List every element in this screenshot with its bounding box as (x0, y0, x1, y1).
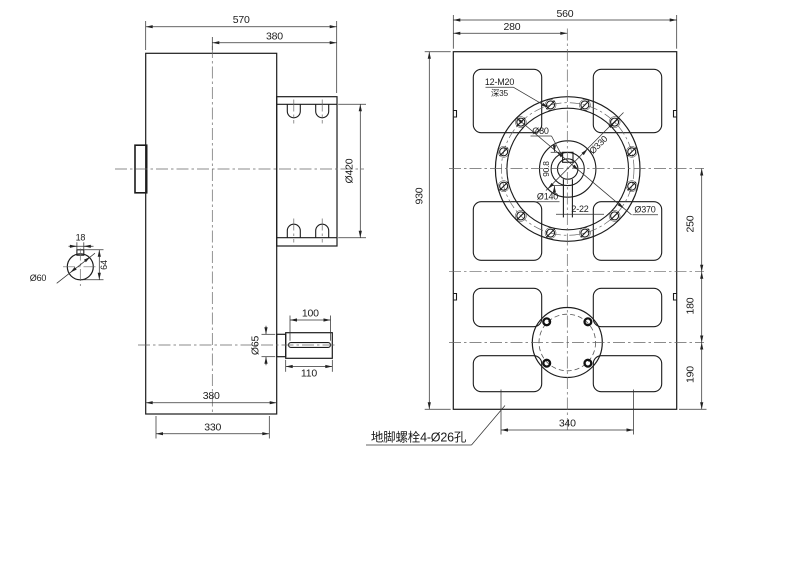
bore-keyway-top (562, 151, 574, 163)
inner-bore-circle (556, 158, 579, 180)
pocket (592, 355, 663, 393)
tapped-hole (610, 117, 620, 127)
flange-boss-circle (506, 107, 630, 231)
dim-base-span-label: 330 (204, 422, 221, 434)
dim-shaft-dia-label: Ø65 (250, 336, 262, 356)
dim-center-offset-label: 280 (504, 21, 521, 33)
tapped-hole (499, 181, 509, 191)
dim-key-length-label: 100 (302, 308, 319, 320)
dim-overall-width-label: 570 (233, 14, 250, 26)
keyway-dim-label: 90.8 (541, 161, 551, 177)
dimension-lines-and-holes (56, 15, 707, 446)
bore-dia-label: Ø80 (532, 126, 549, 136)
anchor-hole (583, 317, 593, 327)
side-view-labels: 570 380 Ø420 380 330 100 110 Ø65 18 64 Ø… (30, 14, 356, 434)
pocket (592, 68, 663, 134)
pocket (592, 287, 663, 328)
anchor-hole (542, 358, 552, 368)
dim-overall-height-label: 930 (414, 187, 426, 204)
anchor-hole (583, 358, 593, 368)
bolt-circle (501, 102, 635, 236)
keyway-note-label: 2-22 (571, 204, 588, 214)
dim-detail-dia-label: Ø60 (30, 273, 47, 283)
dim-body-width-label: 380 (203, 390, 220, 402)
dim-detail-key-height-label: 64 (99, 260, 109, 270)
bolt-circle-dia-label: Ø330 (587, 134, 609, 156)
tapped-hole (610, 211, 620, 221)
side-shaft-end (285, 332, 333, 359)
tapped-hole (580, 100, 590, 110)
front-pockets (472, 68, 663, 393)
dim-anchor-span-label: 340 (559, 418, 576, 430)
dim-190-label: 190 (685, 366, 697, 383)
hub-dia-label: Ø140 (537, 192, 558, 202)
front-view-outline (452, 51, 678, 410)
front-edge-notches (453, 109, 677, 301)
dim-flange-dia-label: Ø420 (344, 158, 356, 183)
dim-shaft-length-label: 110 (301, 368, 317, 380)
flange-dia-label: Ø370 (634, 205, 655, 215)
tapped-hole (545, 100, 556, 110)
flange-od-circle (494, 96, 641, 242)
tapped-hole (627, 181, 637, 191)
tapped-hole (516, 211, 526, 221)
front-flange (494, 96, 641, 242)
side-view-outline (66, 52, 338, 415)
anchor-bolt-note-label: 地脚螺栓4-Ø26孔 (371, 430, 467, 445)
dim-180-label: 180 (685, 297, 697, 314)
tapped-hole (627, 147, 637, 157)
pocket (472, 287, 543, 328)
pocket (472, 355, 543, 393)
dim-detail-key-width-label: 18 (76, 233, 86, 243)
dim-flange-offset-label: 380 (266, 31, 283, 43)
tapped-hole (499, 147, 509, 157)
tap-depth-label: 深35 (491, 88, 509, 98)
front-body-outline (452, 51, 678, 410)
tapped-hole (545, 228, 556, 238)
side-shaft-neck (276, 333, 287, 358)
side-body-outline (145, 52, 278, 415)
pocket (472, 201, 543, 261)
side-tapped-holes (286, 104, 330, 238)
dim-front-width-label: 560 (557, 8, 574, 20)
hub-circle (538, 140, 597, 198)
tapped-hole (580, 228, 590, 238)
side-flange-outline (276, 96, 338, 247)
pocket (592, 201, 663, 261)
tapped-hole (516, 117, 526, 127)
dim-250-label: 250 (685, 215, 697, 232)
tap-note-label: 12-M20 (485, 77, 515, 87)
anchor-hole (542, 317, 552, 327)
